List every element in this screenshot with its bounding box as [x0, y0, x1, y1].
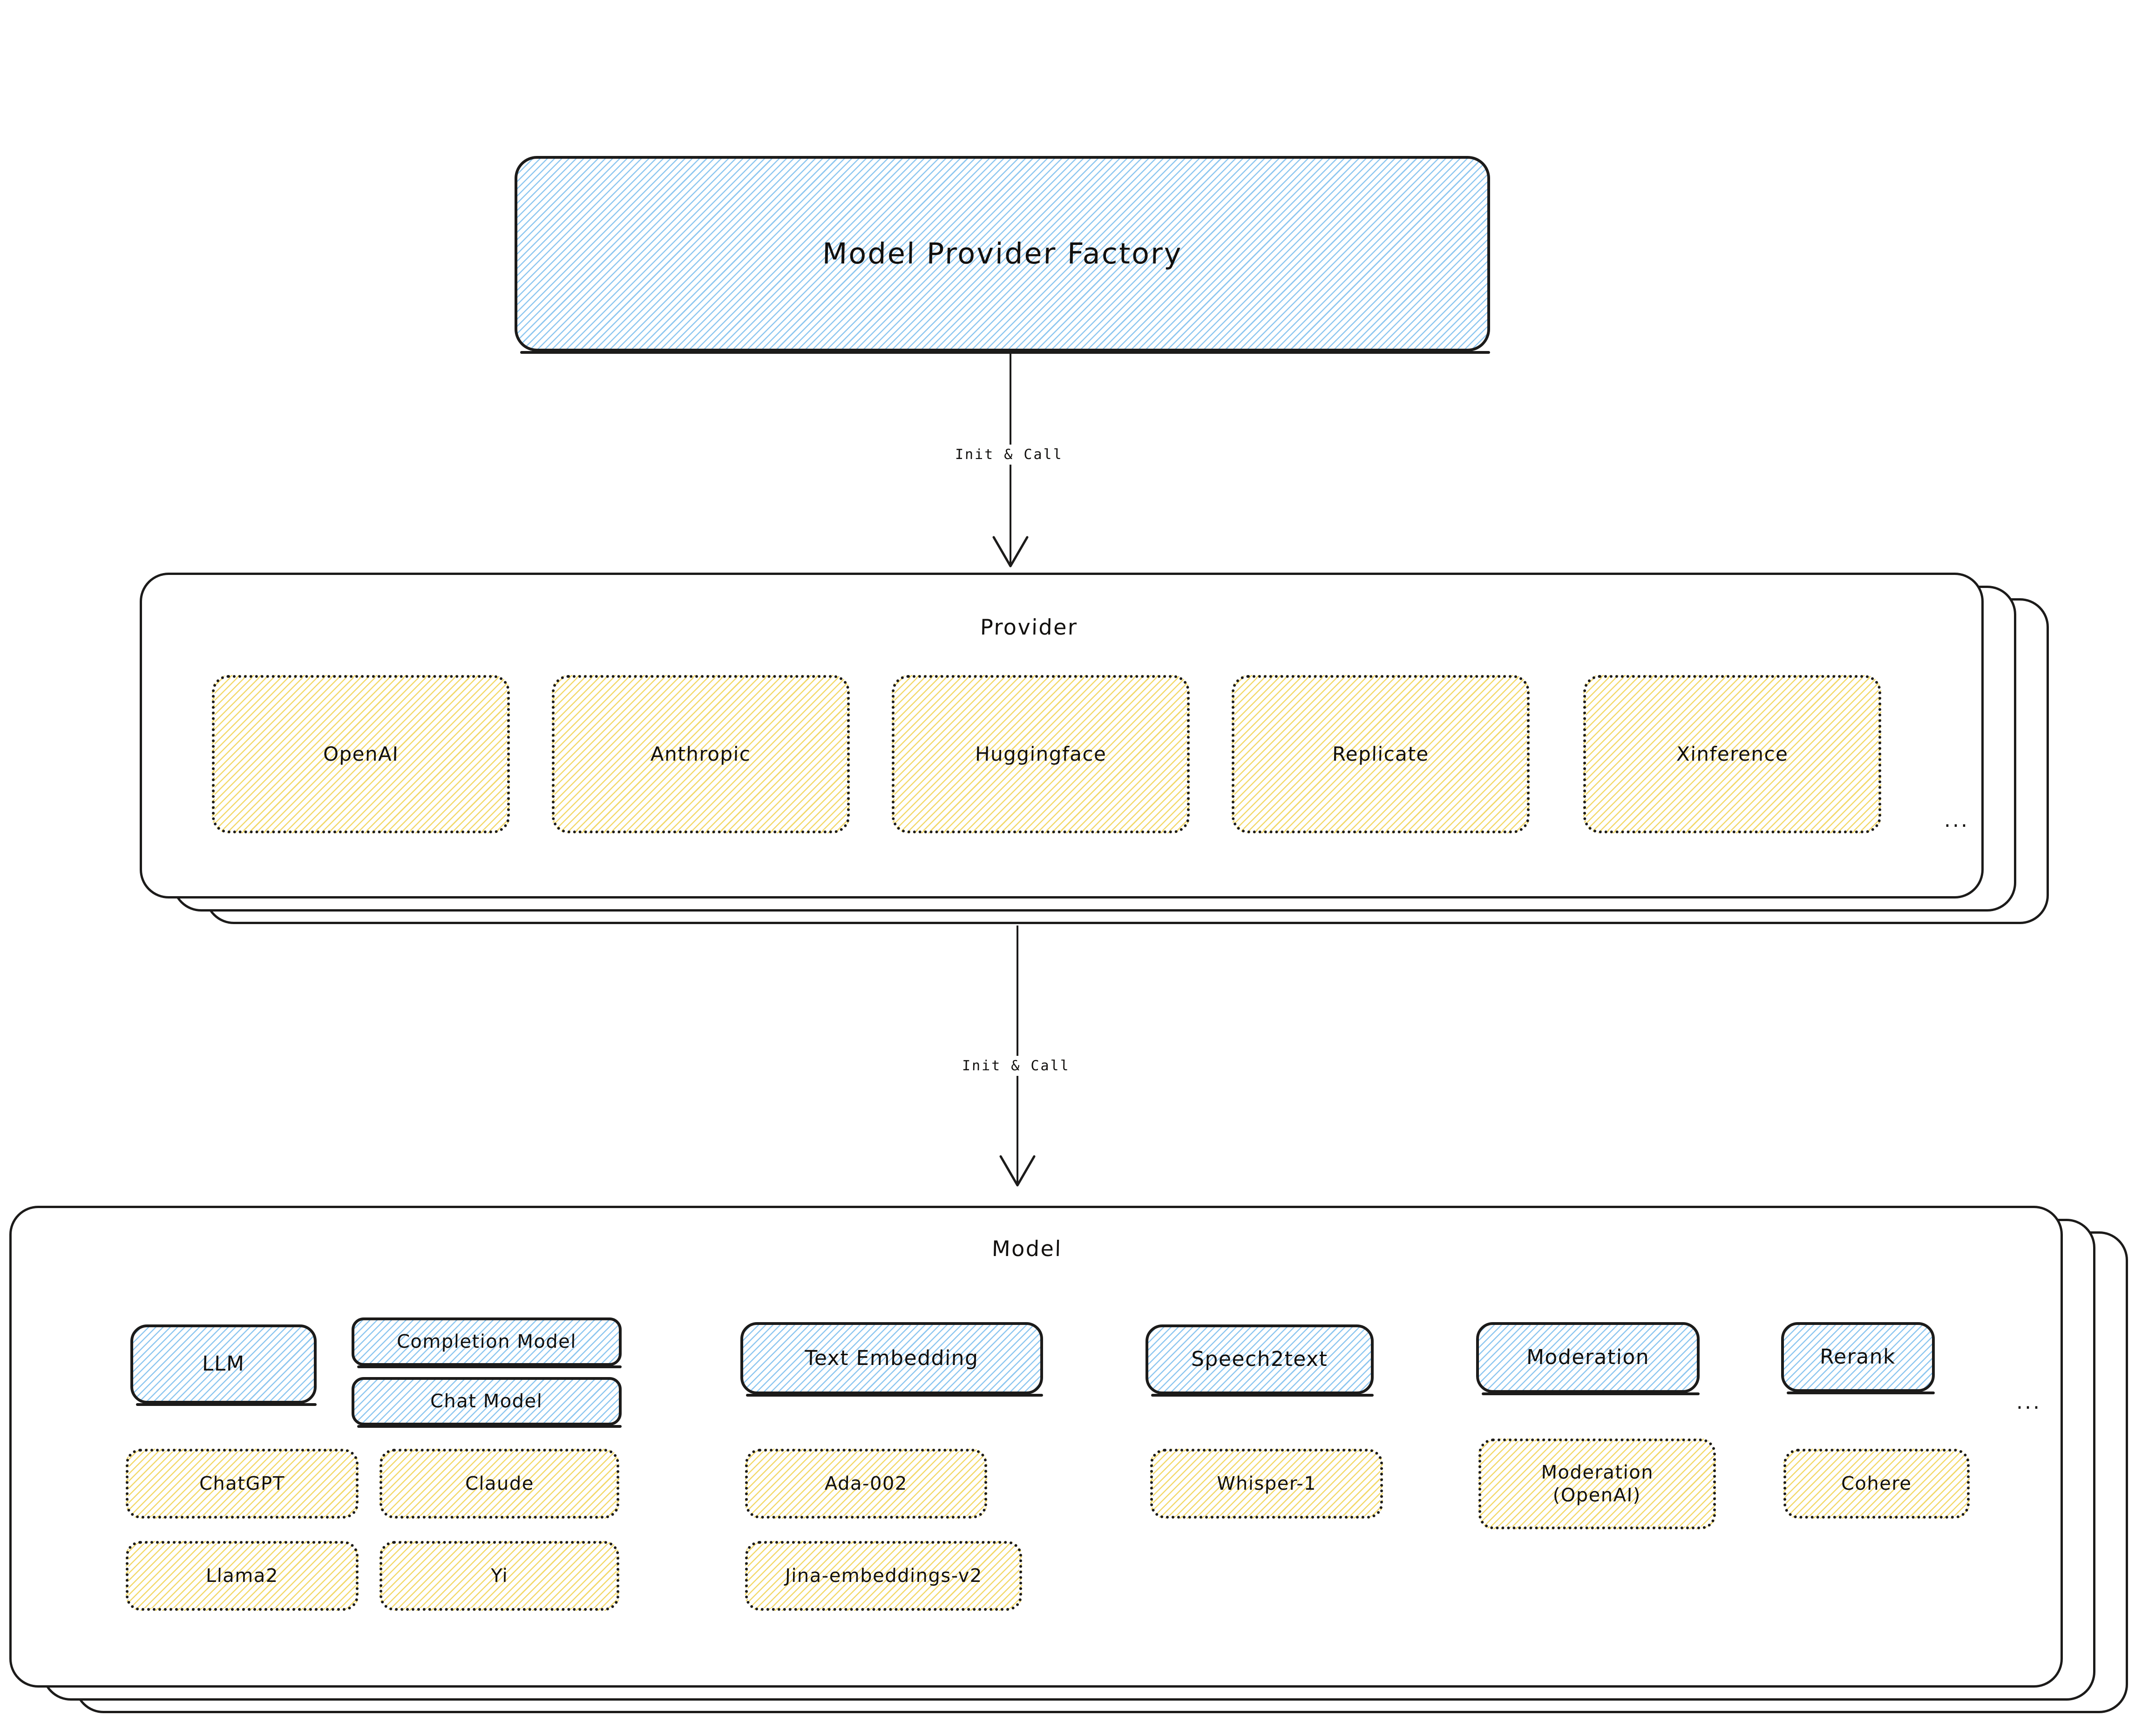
model-subtype-label: Chat Model: [430, 1390, 543, 1412]
model-type-llm[interactable]: LLM: [130, 1324, 317, 1406]
model-instance-label: Claude: [465, 1473, 534, 1494]
provider-item-label: Anthropic: [650, 743, 752, 766]
model-instance-label: Llama2: [205, 1565, 279, 1587]
provider-item-huggingface[interactable]: Huggingface: [892, 675, 1190, 833]
model-instance-yi[interactable]: Yi: [380, 1541, 619, 1611]
model-subtype-completion-model[interactable]: Completion Model: [352, 1317, 622, 1368]
model-type-label: Moderation: [1526, 1345, 1650, 1370]
model-subtype-label: Completion Model: [396, 1331, 577, 1352]
model-instance-cohere[interactable]: Cohere: [1783, 1449, 1970, 1519]
model-subtype-chat-model[interactable]: Chat Model: [352, 1377, 622, 1428]
model-type-rerank[interactable]: Rerank: [1781, 1322, 1935, 1394]
model-instance-label: Ada-002: [824, 1473, 908, 1494]
provider-more-ellipsis: ...: [1944, 808, 1969, 832]
model-type-moderation[interactable]: Moderation: [1476, 1322, 1700, 1395]
arrow-factory-to-provider-head: [992, 536, 1029, 567]
model-type-label: Speech2text: [1191, 1347, 1329, 1371]
edge-label-init-and-call-2: Init & Call: [954, 1056, 1078, 1076]
provider-item-label: Replicate: [1332, 743, 1430, 766]
edge-label-init-and-call-1: Init & Call: [947, 445, 1071, 465]
provider-item-replicate[interactable]: Replicate: [1232, 675, 1530, 833]
model-more-ellipsis: ...: [2016, 1390, 2041, 1414]
model-instance-whisper-1[interactable]: Whisper-1: [1150, 1449, 1383, 1519]
model-instance-label: Moderation (OpenAI): [1541, 1461, 1654, 1506]
arrow-provider-to-model-line: [1017, 925, 1018, 1184]
model-type-speech2text[interactable]: Speech2text: [1146, 1324, 1374, 1397]
model-instance-label: Jina-embeddings-v2: [785, 1565, 983, 1587]
model-instance-label: Whisper-1: [1216, 1473, 1317, 1494]
model-instance-label: Yi: [490, 1565, 508, 1587]
model-instance-jina-embeddings-v2[interactable]: Jina-embeddings-v2: [745, 1541, 1022, 1611]
model-instance-moderation-openai[interactable]: Moderation (OpenAI): [1478, 1439, 1716, 1529]
model-type-text-embedding[interactable]: Text Embedding: [740, 1322, 1043, 1397]
model-instance-ada-002[interactable]: Ada-002: [745, 1449, 987, 1519]
model-instance-llama2[interactable]: Llama2: [126, 1541, 359, 1611]
provider-item-label: Xinference: [1676, 743, 1789, 766]
model-provider-factory-label: Model Provider Factory: [822, 236, 1183, 271]
provider-item-openai[interactable]: OpenAI: [212, 675, 510, 833]
model-type-label: Rerank: [1819, 1345, 1897, 1369]
model-group-card-front: [9, 1206, 2063, 1688]
model-instance-label: ChatGPT: [199, 1473, 285, 1494]
model-type-label: LLM: [202, 1352, 245, 1376]
model-instance-label: Cohere: [1841, 1473, 1912, 1494]
arrow-provider-to-model-head: [999, 1155, 1036, 1187]
model-provider-factory-node[interactable]: Model Provider Factory: [515, 156, 1490, 354]
provider-item-anthropic[interactable]: Anthropic: [552, 675, 850, 833]
model-instance-chatgpt[interactable]: ChatGPT: [126, 1449, 359, 1519]
provider-item-label: OpenAI: [323, 743, 399, 766]
model-instance-claude[interactable]: Claude: [380, 1449, 619, 1519]
model-group-title: Model: [991, 1236, 1063, 1261]
provider-item-label: Huggingface: [975, 743, 1107, 766]
provider-group-title: Provider: [980, 615, 1078, 640]
provider-item-xinference[interactable]: Xinference: [1583, 675, 1881, 833]
model-type-label: Text Embedding: [804, 1346, 979, 1370]
